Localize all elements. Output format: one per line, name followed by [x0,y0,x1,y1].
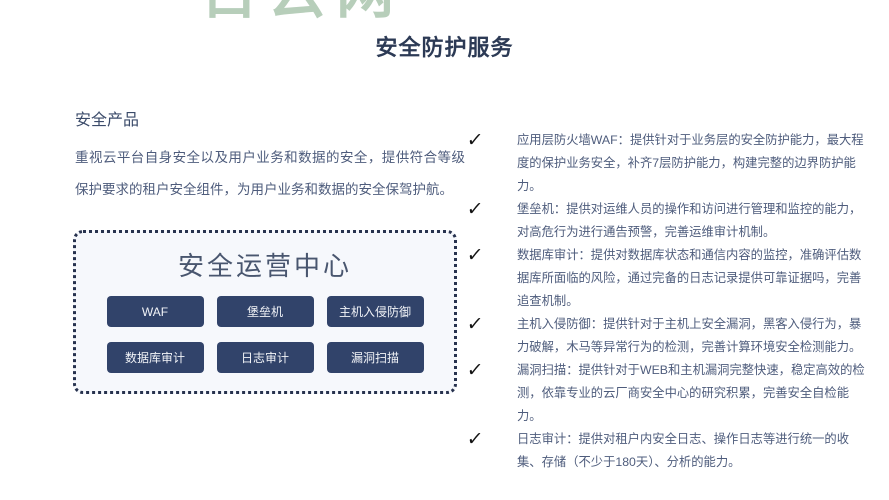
chip-host-intrusion-defense[interactable]: 主机入侵防御 [326,296,424,327]
feature-text: 漏洞扫描：提供针对于WEB和主机漏洞完整快速，稳定高效的检测，依靠专业的云厂商安… [517,363,865,423]
feature-item-vulnerability-scan: ✓ 漏洞扫描：提供针对于WEB和主机漏洞完整快速，稳定高效的检测，依靠专业的云厂… [465,359,867,428]
chip-database-audit[interactable]: 数据库审计 [106,342,204,373]
page-title: 安全防护服务 [375,35,514,60]
section-paragraph: 重视云平台自身安全以及用户业务和数据的安全，提供符合等级保护要求的租户安全组件，… [75,150,465,197]
feature-text: 数据库审计：提供对数据库状态和通信内容的监控，准确评估数据库所面临的风险，通过完… [517,248,862,308]
soc-chip-grid: WAF 堡垒机 主机入侵防御 数据库审计 日志审计 漏洞扫描 [76,296,454,373]
feature-item-host-intrusion-defense: ✓ 主机入侵防御：提供针对于主机上安全漏洞，黑客入侵行为，暴力破解，木马等异常行… [465,313,867,359]
soc-box-title: 安全运营中心 [177,251,352,281]
checkmark-icon: ✓ [465,360,485,381]
site-logo-text: 百云网 [200,0,420,22]
feature-item-log-audit: ✓ 日志审计：提供对租户内安全日志、操作日志等进行统一的收集、存储（不少于180… [465,428,867,474]
feature-text: 应用层防火墙WAF：提供针对于业务层的安全防护能力，最大程度的保护业务安全，补齐… [517,133,864,193]
site-logo-watermark: 百云网 [200,0,420,24]
chip-vulnerability-scan[interactable]: 漏洞扫描 [326,342,424,373]
feature-text: 日志审计：提供对租户内安全日志、操作日志等进行统一的收集、存储（不少于180天）… [517,432,850,469]
feature-item-bastion-host: ✓ 堡垒机：提供对运维人员的操作和访问进行管理和监控的能力，对高危行为进行通告预… [465,198,867,244]
security-products-section: 安全产品 重视云平台自身安全以及用户业务和数据的安全，提供符合等级保护要求的租户… [75,106,465,206]
checkmark-icon: ✓ [465,429,485,450]
feature-list: ✓ 应用层防火墙WAF：提供针对于业务层的安全防护能力，最大程度的保护业务安全，… [465,129,867,474]
feature-text: 堡垒机：提供对运维人员的操作和访问进行管理和监控的能力，对高危行为进行通告预警，… [517,202,862,239]
checkmark-icon: ✓ [465,314,485,335]
feature-item-waf: ✓ 应用层防火墙WAF：提供针对于业务层的安全防护能力，最大程度的保护业务安全，… [465,129,867,198]
section-heading: 安全产品 [75,112,140,129]
feature-item-database-audit: ✓ 数据库审计：提供对数据库状态和通信内容的监控，准确评估数据库所面临的风险，通… [465,244,867,313]
chip-bastion-host[interactable]: 堡垒机 [216,296,314,327]
checkmark-icon: ✓ [465,245,485,266]
feature-text: 主机入侵防御：提供针对于主机上安全漏洞，黑客入侵行为，暴力破解，木马等异常行为的… [517,317,862,354]
checkmark-icon: ✓ [465,199,485,220]
security-operations-center-box: 安全运营中心 WAF 堡垒机 主机入侵防御 数据库审计 日志审计 漏洞扫描 [73,230,457,394]
chip-waf[interactable]: WAF [106,296,204,327]
checkmark-icon: ✓ [465,130,485,151]
chip-log-audit[interactable]: 日志审计 [216,342,314,373]
